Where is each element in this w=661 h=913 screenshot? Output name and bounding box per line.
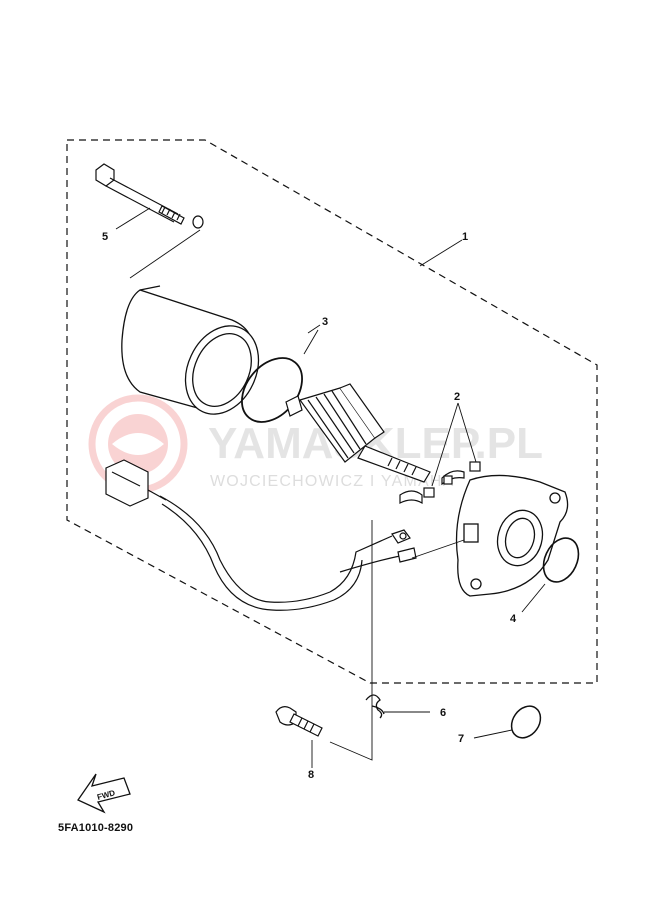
callout-4: 4 bbox=[510, 613, 517, 625]
fwd-arrow-icon: FWD bbox=[77, 773, 131, 814]
armature bbox=[285, 383, 431, 483]
callout-3: 3 bbox=[322, 316, 328, 328]
washer bbox=[192, 215, 204, 229]
callout-8: 8 bbox=[308, 769, 314, 781]
front-cover bbox=[455, 474, 569, 597]
callout-5: 5 bbox=[102, 231, 108, 243]
bolt-short bbox=[275, 706, 323, 737]
callout-2: 2 bbox=[454, 391, 460, 403]
callout-1: 1 bbox=[462, 231, 468, 243]
callout-6: 6 bbox=[440, 707, 446, 719]
diagram-code: 5FA1010-8290 bbox=[58, 822, 134, 834]
callout-7: 7 bbox=[458, 733, 464, 745]
assembly-boundary bbox=[66, 139, 598, 684]
lead-wire bbox=[105, 459, 417, 611]
o-ring-small bbox=[542, 537, 580, 583]
brush-set bbox=[399, 461, 481, 505]
motor-yoke bbox=[121, 285, 260, 415]
bolt-long bbox=[95, 163, 185, 225]
watermark-subtitle: WOJCIECHOWICZ I YAMAHA bbox=[210, 473, 454, 490]
o-ring-loose bbox=[510, 705, 542, 739]
clip bbox=[365, 694, 385, 719]
